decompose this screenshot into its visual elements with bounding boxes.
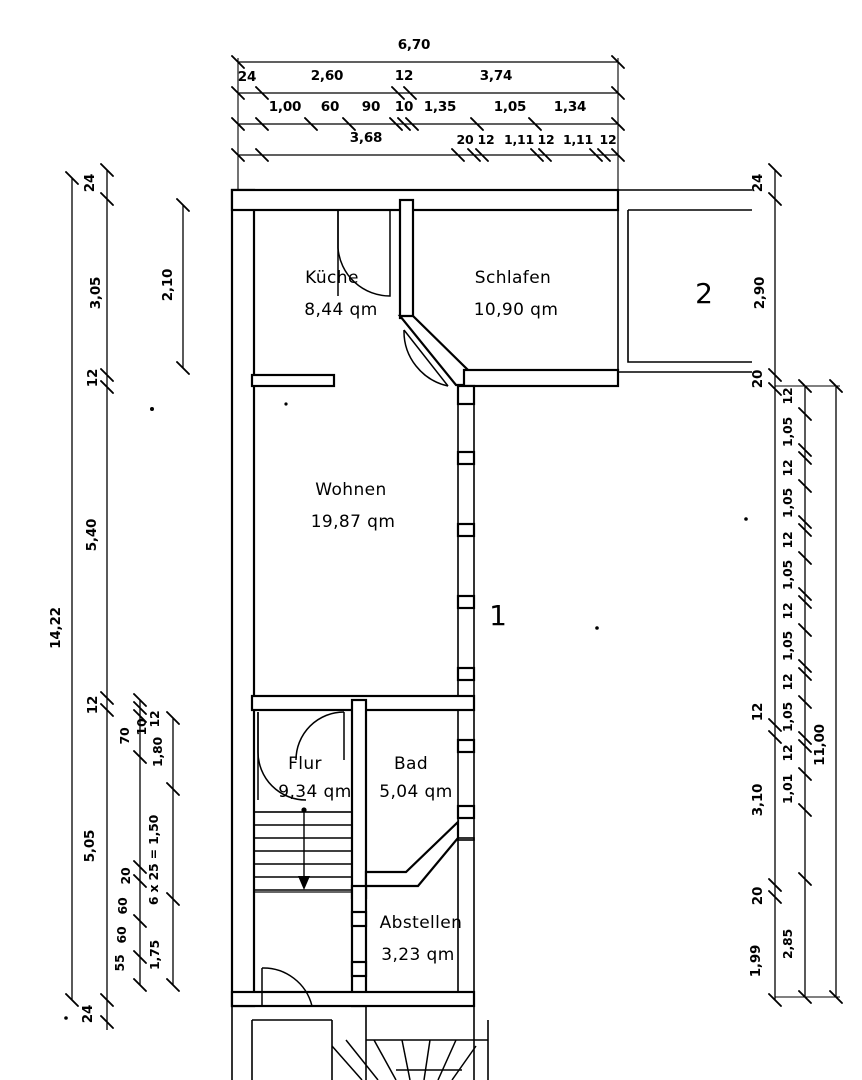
dim-top-12b: 12 (478, 132, 495, 147)
unit-label-1: 1 (489, 599, 507, 632)
top-dimension-group: 6,70 24 2,60 12 3,74 1,00 60 90 10 1,35 … (231, 37, 625, 200)
dim-right-1-99: 1,99 (748, 945, 764, 978)
dim-top-1-34: 1,34 (554, 99, 587, 115)
dim-right-20b: 20 (750, 887, 766, 905)
dim-left-24-top: 24 (82, 174, 98, 192)
dim-right-3-10: 3,10 (750, 784, 766, 817)
dim-right-mid-3: 1,05 (780, 488, 795, 518)
dim-left-70: 70 (117, 727, 132, 744)
room-area-abstellen: 3,23 qm (381, 945, 454, 965)
dim-right-mid-6: 12 (780, 603, 795, 620)
dim-top-3-74: 3,74 (480, 68, 513, 84)
dim-left-20: 20 (118, 867, 133, 884)
dim-left-stair-run: 6 x 25 = 1,50 (146, 814, 161, 905)
dim-right-2-90: 2,90 (752, 277, 768, 310)
room-area-flur: 9,34 qm (278, 782, 351, 802)
registration-dots (64, 402, 748, 1020)
dim-left-12a: 12 (85, 369, 101, 387)
dim-top-12d: 12 (600, 132, 617, 147)
stair-flur (253, 807, 353, 893)
dim-right-mid-8: 12 (780, 674, 795, 691)
dim-left-2-10: 2,10 (160, 269, 176, 302)
dim-left-5-40: 5,40 (84, 519, 100, 552)
dim-left-60a: 60 (115, 897, 130, 914)
room-area-bad: 5,04 qm (379, 782, 452, 802)
dim-top-60: 60 (321, 99, 339, 115)
right-dimension-group: 24 2,90 20 12 3,10 20 1,99 12 1,05 12 (748, 163, 843, 1007)
room-label-kueche: Küche (305, 268, 359, 288)
dim-right-12: 12 (750, 703, 766, 721)
dim-right-mid-1: 1,05 (780, 417, 795, 447)
building-walls (230, 188, 752, 1080)
dim-left-60b: 60 (114, 926, 129, 943)
dim-top-1-11a: 1,11 (504, 132, 534, 147)
dim-top-1-05: 1,05 (494, 99, 527, 115)
dim-top-12: 12 (395, 68, 413, 84)
dim-right-mid-4: 12 (780, 532, 795, 549)
dim-top-2-60: 2,60 (311, 68, 344, 84)
dim-right-mid-0: 12 (780, 388, 795, 405)
dim-top-12c: 12 (538, 132, 555, 147)
room-label-flur: Flur (288, 754, 322, 774)
dim-top-1-00: 1,00 (269, 99, 302, 115)
dim-left-3-05: 3,05 (88, 277, 104, 310)
dim-top-6-70: 6,70 (398, 37, 431, 53)
room-area-kueche: 8,44 qm (304, 300, 377, 320)
dim-right-mid-5: 1,05 (780, 560, 795, 590)
dim-top-24: 24 (238, 69, 256, 85)
unit-number-labels: 1 2 (489, 277, 713, 632)
dim-right-mid-9: 1,05 (780, 702, 795, 732)
dim-left-55: 55 (112, 955, 127, 972)
dim-left-14-22: 14,22 (48, 607, 64, 649)
dim-left-12b: 12 (85, 696, 101, 714)
room-label-schlafen: Schlafen (475, 268, 551, 288)
left-dimension-group: 14,22 24 3,05 12 5,40 12 5,05 24 2,10 (48, 163, 190, 1030)
dim-left-5-05: 5,05 (82, 830, 98, 863)
dim-top-3-68: 3,68 (350, 130, 383, 146)
dim-top-90: 90 (362, 99, 380, 115)
lower-stair-hall (231, 1006, 489, 1080)
dim-top-10: 10 (395, 99, 413, 115)
dim-left-10: 10 (134, 718, 149, 735)
room-label-abstellen: Abstellen (380, 913, 463, 933)
dim-top-1-35: 1,35 (424, 99, 457, 115)
dim-top-1-11b: 1,11 (563, 132, 593, 147)
dim-top-20: 20 (457, 132, 474, 147)
dim-right-24: 24 (750, 174, 766, 192)
dim-right-20a: 20 (750, 370, 766, 388)
room-area-wohnen: 19,87 qm (311, 512, 396, 532)
dim-left-1-75: 1,75 (147, 940, 162, 970)
room-area-schlafen: 10,90 qm (474, 300, 559, 320)
room-labels: Küche 8,44 qm Schlafen 10,90 qm Wohnen 1… (278, 268, 558, 965)
dim-right-mid-7: 1,05 (780, 631, 795, 661)
dim-left-24-bottom: 24 (80, 1005, 96, 1023)
dim-right-11-00: 11,00 (812, 724, 828, 766)
dim-right-mid-11: 1,01 (780, 774, 795, 804)
door-group (257, 210, 449, 1007)
room-label-wohnen: Wohnen (315, 480, 386, 500)
down-arrow-icon (298, 876, 310, 890)
dim-right-mid-2: 12 (780, 460, 795, 477)
dim-left-12c: 12 (147, 711, 162, 728)
room-label-bad: Bad (394, 754, 428, 774)
dim-left-1-80: 1,80 (150, 736, 165, 767)
dim-right-mid-10: 12 (780, 745, 795, 762)
dim-right-2-85: 2,85 (780, 929, 795, 959)
unit-label-2: 2 (695, 277, 713, 310)
